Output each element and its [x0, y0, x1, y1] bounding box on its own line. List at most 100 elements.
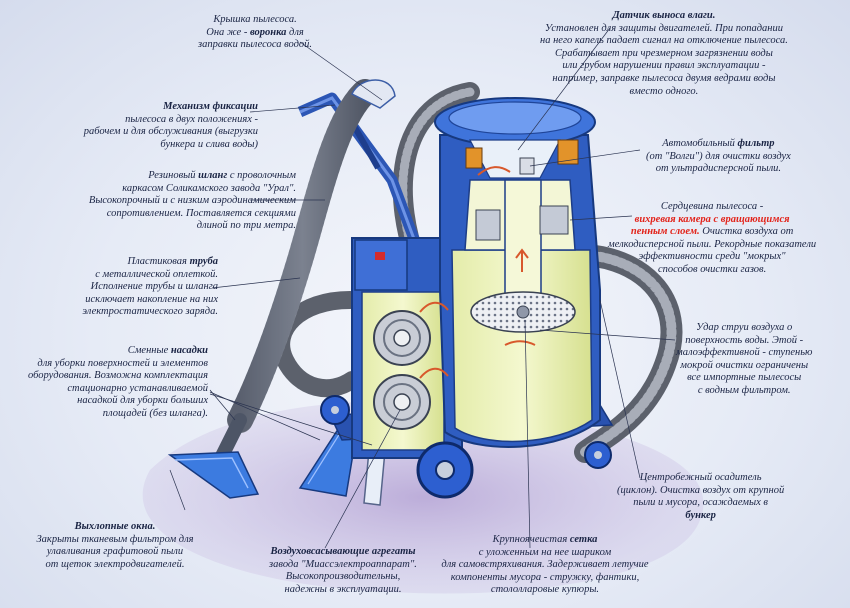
impact-line4: мокрой очистки ограничены [680, 359, 809, 371]
label-lock: Механизм фиксации пылесоса в двух положе… [42, 101, 258, 151]
hose-line4: сопротивлением. Поставляется секциями [106, 207, 296, 219]
label-blowers: Воздуховсасывающие агрегаты завода "Миас… [258, 546, 428, 596]
moisture-sensor-right [557, 139, 579, 165]
blowers-line3: надежны в эксплуатации. [284, 583, 402, 595]
exhaust-line3: от щеток электродвигателей. [45, 558, 185, 570]
lid-line3: заправки пылесоса водой. [198, 39, 313, 51]
cyclone-line2: (циклон). Очистка воздух от крупной [617, 484, 785, 496]
filter-line3: от ультрадисперсной пыли. [655, 163, 782, 175]
label-core: Сердцевина пылесоса - вихревая камера с … [608, 201, 816, 277]
moisture-sensor-left [465, 147, 483, 169]
lid-line2a: Она же - [206, 26, 250, 38]
floor-nozzle [167, 451, 260, 499]
lid-line2b: воронка [249, 26, 287, 38]
label-cyclone: Центробежный осадитель (циклон). Очистка… [617, 472, 784, 522]
label-water-impact: Удар струи воздуха о поверхность воды. Э… [676, 322, 812, 398]
central-duct [504, 179, 542, 306]
impact-line6: с водным фильтром. [697, 384, 791, 396]
label-lid: Крышка пылесоса. Она же - воронка для за… [198, 14, 312, 52]
exhaust-line1: Закрыты тканевым фильтром для [36, 533, 194, 545]
pipe-line1a: Пластиковая [127, 256, 190, 267]
nozzles-line1a: Сменные [127, 345, 171, 356]
lid-line2c: для [286, 26, 304, 38]
pipe-line3: Исполнение трубы и шланга [90, 281, 218, 293]
moisture-line3: Срабатывает при чрезмерном загрязнении в… [554, 47, 773, 59]
car-filter [519, 157, 535, 175]
moisture-line2: на него капель падает сигнал на отключен… [540, 35, 788, 47]
nozzles-line4: стационарно устанавливаемой [67, 382, 208, 394]
impact-line1: Удар струи воздуха о [696, 322, 793, 333]
hose-line1b: шланг [198, 170, 228, 181]
core-line6: способов очистки газов. [657, 263, 767, 275]
hose-line5: длиной по три метра. [196, 220, 296, 232]
label-exhaust: Выхлопные окна. Закрыты тканевым фильтро… [0, 521, 230, 571]
label-moisture-sensor: Датчик выноса влаги. Установлен для защи… [540, 10, 788, 98]
filter-line2: (от "Волги") для очистки воздух [646, 150, 791, 162]
mesh-line4: компоненты мусора - стружку, фантики, [450, 571, 640, 583]
mesh-line1a: Крупноячеистая [492, 534, 570, 545]
pipe-line1b: труба [189, 256, 218, 267]
lid-line1: Крышка пылесоса. [213, 14, 297, 25]
floor-shadow [142, 401, 704, 594]
hose-line1c: с проволочным [227, 170, 296, 181]
core-red1: вихревая камера с вращающимся [634, 213, 790, 225]
exhaust-title: Выхлопные окна. [74, 521, 156, 532]
label-filter: Автомобильный фильтр (от "Волги") для оч… [646, 138, 791, 176]
label-hose: Резиновый шланг с проволочным каркасом С… [48, 170, 296, 233]
moisture-line6: вместо одного. [629, 85, 699, 97]
airflow-arrows [419, 166, 536, 379]
blower-motor-lower [373, 374, 431, 430]
nozzles-line3: оборудования. Возможна комплектация [28, 370, 208, 382]
lock-line3: бункера и слива воды) [160, 138, 258, 150]
lock-line2: рабочем и для обслуживания (выгрузки [83, 126, 258, 138]
nozzles-line5: насадкой для уборки больших [77, 395, 208, 407]
mesh-line3: для самовстряхивания. Задерживает летучи… [441, 559, 649, 571]
hose-line3: Высокопрочный и с низким аэродинамически… [88, 195, 296, 207]
filter-line1b: фильтр [737, 138, 775, 149]
nozzles-line1b: насадки [170, 345, 208, 356]
wheel-front [416, 441, 474, 499]
exhaust-line2: улавливания графитовой пыли [46, 546, 184, 558]
mesh-line1b: сетка [569, 534, 598, 545]
hose-line2: каркасом Соликамского завода "Урал". [122, 182, 296, 194]
blowers-title: Воздуховсасывающие агрегаты [270, 546, 416, 557]
core-line3b: Очистка воздуха от [699, 226, 794, 238]
wheel-rear-left [320, 395, 350, 425]
core-line4: мелкодисперсной пыли. Рекордные показате… [608, 238, 817, 250]
label-pipe: Пластиковая труба с металлической оплетк… [48, 256, 218, 319]
core-red2: пенным слоем. [630, 226, 700, 238]
impact-line2: поверхность воды. Этой - [685, 334, 804, 346]
moisture-line4: или грубом нарушении правил эксплуатации… [562, 60, 766, 72]
nozzles-line6: площадей (без шланга). [102, 407, 208, 419]
impact-line3: малоэффективной - ступенью [676, 347, 813, 359]
label-nozzles: Сменные насадки для уборки поверхностей … [8, 345, 208, 421]
moisture-line5: например, заправке пылесоса двумя ведрам… [552, 72, 776, 84]
moisture-title: Датчик выноса влаги. [612, 10, 716, 21]
hose-line1a: Резиновый [148, 170, 199, 181]
blowers-line2: Высокопроизводительны, [285, 571, 401, 583]
core-line5: эффективности среди "мокрых" [638, 251, 786, 263]
mesh-line2: с уложенным на нее шариком [478, 546, 612, 558]
shaking-ball [516, 305, 530, 319]
cyclone-line1: Центробежный осадитель [639, 472, 762, 483]
cyclone-bunker: бункер [685, 509, 716, 521]
control-box [354, 239, 408, 291]
caster-wheel [584, 441, 612, 469]
filter-line1a: Автомобильный [662, 138, 738, 149]
blowers-line1: завода "Миассэлектроаппарат". [269, 558, 417, 570]
pipe-line4: исключает накопление на них [85, 293, 218, 305]
pipe-line2: с металлической оплеткой. [95, 268, 218, 280]
label-mesh: Крупноячеистая сетка с уложенным на нее … [440, 534, 650, 597]
cyclone-line3: пыли и мусора, осаждаемых в [633, 497, 768, 509]
lock-title: Механизм фиксации [163, 101, 258, 112]
mesh-line5: стололларовые купюры. [490, 584, 600, 596]
blower-motor-upper [373, 310, 431, 366]
impact-line5: все импортные пылесосы [687, 372, 802, 384]
lock-line1: пылесоса в двух положениях - [125, 113, 258, 125]
leader-lines [169, 27, 676, 549]
nozzles-line2: для уборки поверхностей и элементов [37, 357, 208, 369]
moisture-line1: Установлен для защиты двигателей. При по… [544, 22, 784, 34]
core-line1: Сердцевина пылесоса - [660, 201, 764, 212]
